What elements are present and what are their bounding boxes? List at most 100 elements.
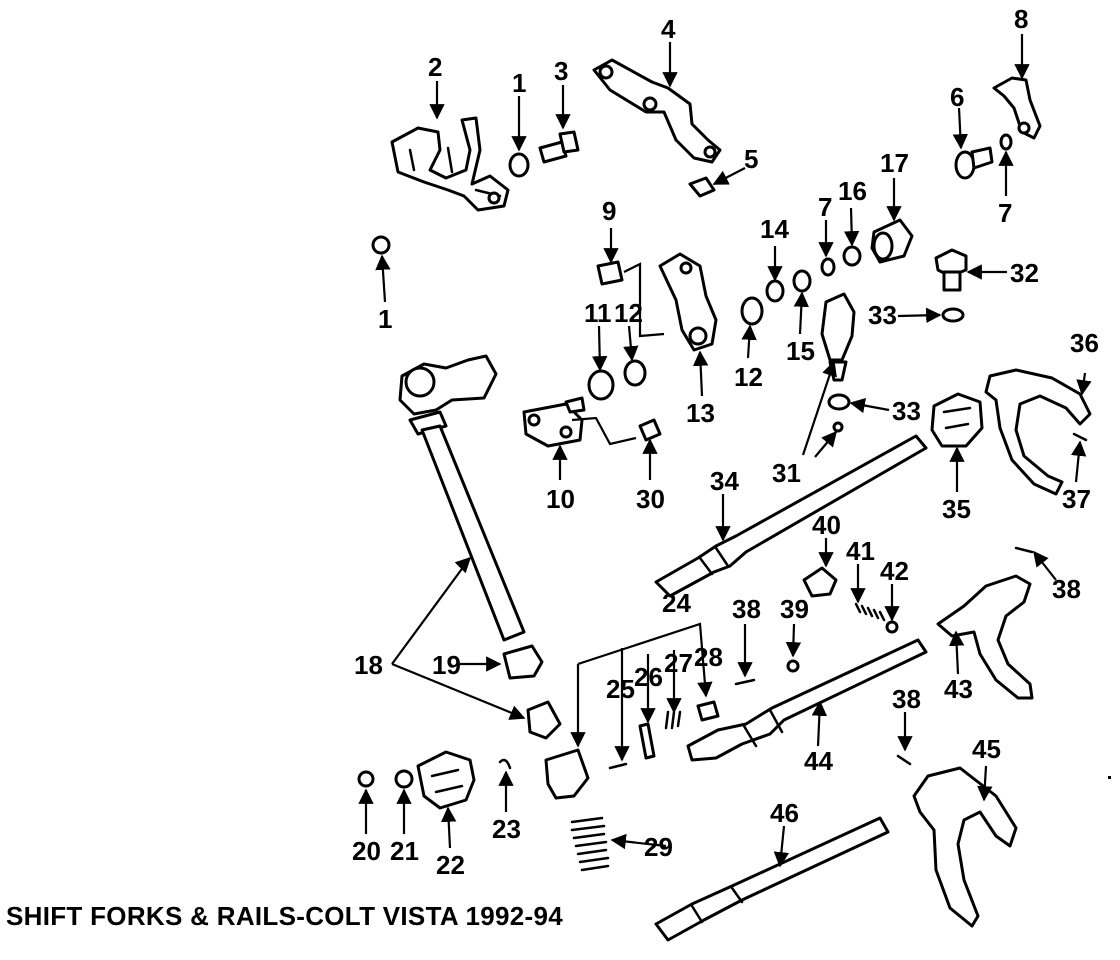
part-7-washer-right	[999, 133, 1013, 151]
callout-32: 32	[1010, 258, 1039, 288]
part-15-washer	[792, 269, 812, 293]
callout-5: 5	[744, 144, 758, 174]
callout-20: 20	[352, 836, 381, 866]
callout-45: 45	[972, 734, 1001, 764]
callout-18: 18	[354, 650, 383, 680]
part-11-seal	[587, 369, 615, 401]
callout-22: 22	[436, 850, 465, 880]
part-46-rail	[654, 816, 890, 942]
callout-24: 24	[662, 588, 691, 618]
part-33-oring-lower	[827, 393, 851, 411]
callout-29: 29	[644, 832, 673, 862]
callout-33-top: 33	[868, 300, 897, 330]
callout-25: 25	[606, 674, 635, 704]
part-30-pin	[638, 418, 662, 442]
callout-1-left: 1	[378, 304, 392, 334]
part-17-cap	[870, 218, 914, 264]
callout-41: 41	[846, 536, 875, 566]
part-45-fork	[912, 766, 1018, 928]
leader-lines	[358, 34, 1092, 868]
part-9-block	[596, 260, 624, 286]
part-22-bracket	[416, 750, 476, 810]
callout-1-top: 1	[512, 68, 526, 98]
part-7-washer	[820, 257, 836, 277]
callout-7: 7	[818, 192, 832, 222]
callout-12-right: 12	[734, 362, 763, 392]
callout-40: 40	[812, 510, 841, 540]
callout-7-right: 7	[998, 198, 1012, 228]
callout-36: 36	[1070, 328, 1099, 358]
callout-19: 19	[432, 650, 461, 680]
part-12-bushing-right	[740, 296, 764, 326]
part-25-pin	[608, 762, 628, 770]
callout-10: 10	[546, 484, 575, 514]
part-2-bracket	[390, 116, 510, 212]
callout-2: 2	[428, 52, 442, 82]
callout-37: 37	[1062, 484, 1091, 514]
callout-31: 31	[772, 458, 801, 488]
part-5-clip	[688, 176, 716, 198]
callout-44: 44	[804, 746, 833, 776]
part-28-plunger	[696, 700, 720, 722]
part-16-nut	[842, 245, 862, 267]
callout-23: 23	[492, 814, 521, 844]
part-20-nut	[357, 770, 375, 788]
callout-35: 35	[942, 494, 971, 524]
part-26-roller	[638, 722, 656, 760]
part-12-bushing	[623, 359, 647, 387]
part-34-rail	[654, 434, 928, 598]
margin-dot	[1108, 776, 1111, 779]
callout-33-mid: 33	[892, 396, 921, 426]
callout-42: 42	[880, 556, 909, 586]
callout-4: 4	[661, 14, 676, 44]
part-41-spring	[854, 602, 886, 622]
part-42-ball	[885, 620, 899, 634]
callout-9: 9	[602, 196, 616, 226]
part-19-block	[502, 644, 544, 680]
part-14-washer	[765, 279, 785, 303]
part-23-clip	[498, 758, 512, 770]
part-35-block	[930, 392, 984, 448]
part-43-fork	[936, 574, 1034, 700]
part-4-arm	[592, 58, 722, 164]
part-40-detent	[802, 566, 838, 598]
diagram-caption: SHIFT FORKS & RAILS-COLT VISTA 1992-94	[6, 901, 563, 931]
callout-11: 11	[584, 298, 612, 328]
part-18-shift-lever	[398, 354, 526, 642]
part-8-bracket	[992, 76, 1042, 140]
callout-labels: 2 1 3 4 5 6 8 7 1 9 11 12 13 14 12 15 7 …	[352, 4, 1099, 880]
part-32-plug	[934, 248, 968, 292]
part-39-ball	[786, 659, 800, 673]
part-13-lever	[658, 252, 718, 352]
callout-38-right: 38	[1052, 574, 1081, 604]
callout-3: 3	[554, 56, 568, 86]
part-27-spring	[664, 710, 682, 730]
callout-46: 46	[770, 798, 799, 828]
callout-34: 34	[710, 466, 739, 496]
part-37-pin	[1072, 432, 1088, 442]
callout-13: 13	[686, 398, 715, 428]
part-44-rail	[686, 638, 928, 762]
part-38-pin-c	[896, 754, 912, 766]
part-1-washer	[508, 152, 530, 178]
callout-27: 27	[664, 648, 693, 678]
part-38-pin-b	[1014, 546, 1034, 554]
callout-39: 39	[780, 594, 809, 624]
callout-28: 28	[694, 642, 723, 672]
callout-30: 30	[636, 484, 665, 514]
callout-17: 17	[880, 148, 909, 178]
part-24-sleeve	[544, 748, 590, 800]
part-15-switch	[820, 292, 856, 382]
part-21-washer	[394, 769, 414, 789]
callout-21: 21	[390, 836, 419, 866]
callout-14: 14	[760, 214, 789, 244]
callout-38-mid: 38	[732, 594, 761, 624]
callout-6: 6	[950, 82, 964, 112]
part-29-spring	[570, 816, 610, 872]
part-33-oring	[941, 307, 965, 323]
callout-26: 26	[634, 662, 663, 692]
part-1-washer-left	[371, 235, 391, 255]
part-31-ball	[832, 421, 844, 433]
callout-16: 16	[838, 176, 867, 206]
